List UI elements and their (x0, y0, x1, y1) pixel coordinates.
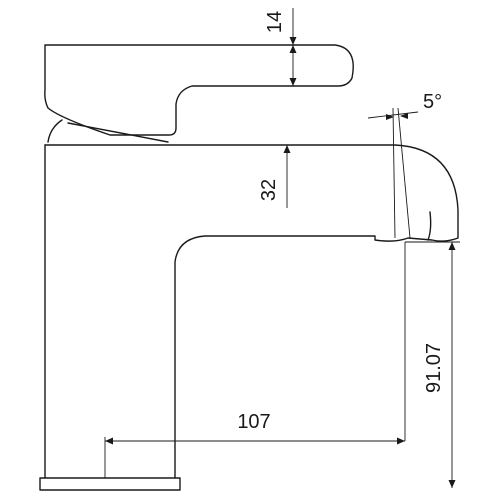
dimension-spout-height-label: 91.07 (423, 343, 445, 393)
dimension-spout-reach: 107 (104, 242, 406, 478)
dimension-spout-reach-label: 107 (237, 411, 270, 433)
dimension-body-offset-label: 32 (258, 179, 280, 201)
lever-handle (44, 44, 354, 143)
dimension-lever-thickness-label: 14 (264, 11, 286, 33)
dimension-angle-label: 5° (423, 91, 442, 113)
base-plate (39, 477, 181, 491)
dimension-body-offset: 32 (258, 145, 291, 208)
dimension-lever-thickness: 14 (264, 8, 297, 86)
dimension-spout-height: 91.07 (405, 241, 460, 488)
spout-body (44, 144, 459, 479)
dimension-angle: 5° (367, 91, 442, 239)
